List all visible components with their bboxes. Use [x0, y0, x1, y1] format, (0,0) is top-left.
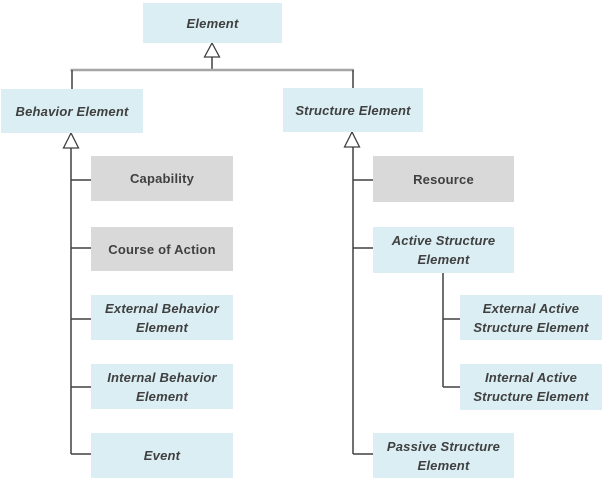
node-resource: Resource: [373, 156, 514, 202]
node-event: Event: [91, 433, 233, 478]
node-external-active-structure-element: External Active Structure Element: [460, 295, 602, 340]
node-capability: Capability: [91, 156, 233, 201]
generalization-arrow-behavior-icon: [62, 131, 80, 149]
node-structure-element: Structure Element: [283, 88, 423, 132]
node-external-behavior-element: External Behavior Element: [91, 295, 233, 340]
node-element: Element: [143, 3, 282, 43]
generalization-arrow-structure-icon: [343, 130, 361, 148]
node-active-structure-element: Active Structure Element: [373, 227, 514, 273]
node-internal-active-structure-element: Internal Active Structure Element: [460, 364, 602, 410]
generalization-arrow-element-icon: [203, 41, 221, 58]
node-course-of-action: Course of Action: [91, 227, 233, 271]
node-internal-behavior-element: Internal Behavior Element: [91, 364, 233, 409]
node-behavior-element: Behavior Element: [1, 89, 143, 133]
node-passive-structure-element: Passive Structure Element: [373, 433, 514, 478]
